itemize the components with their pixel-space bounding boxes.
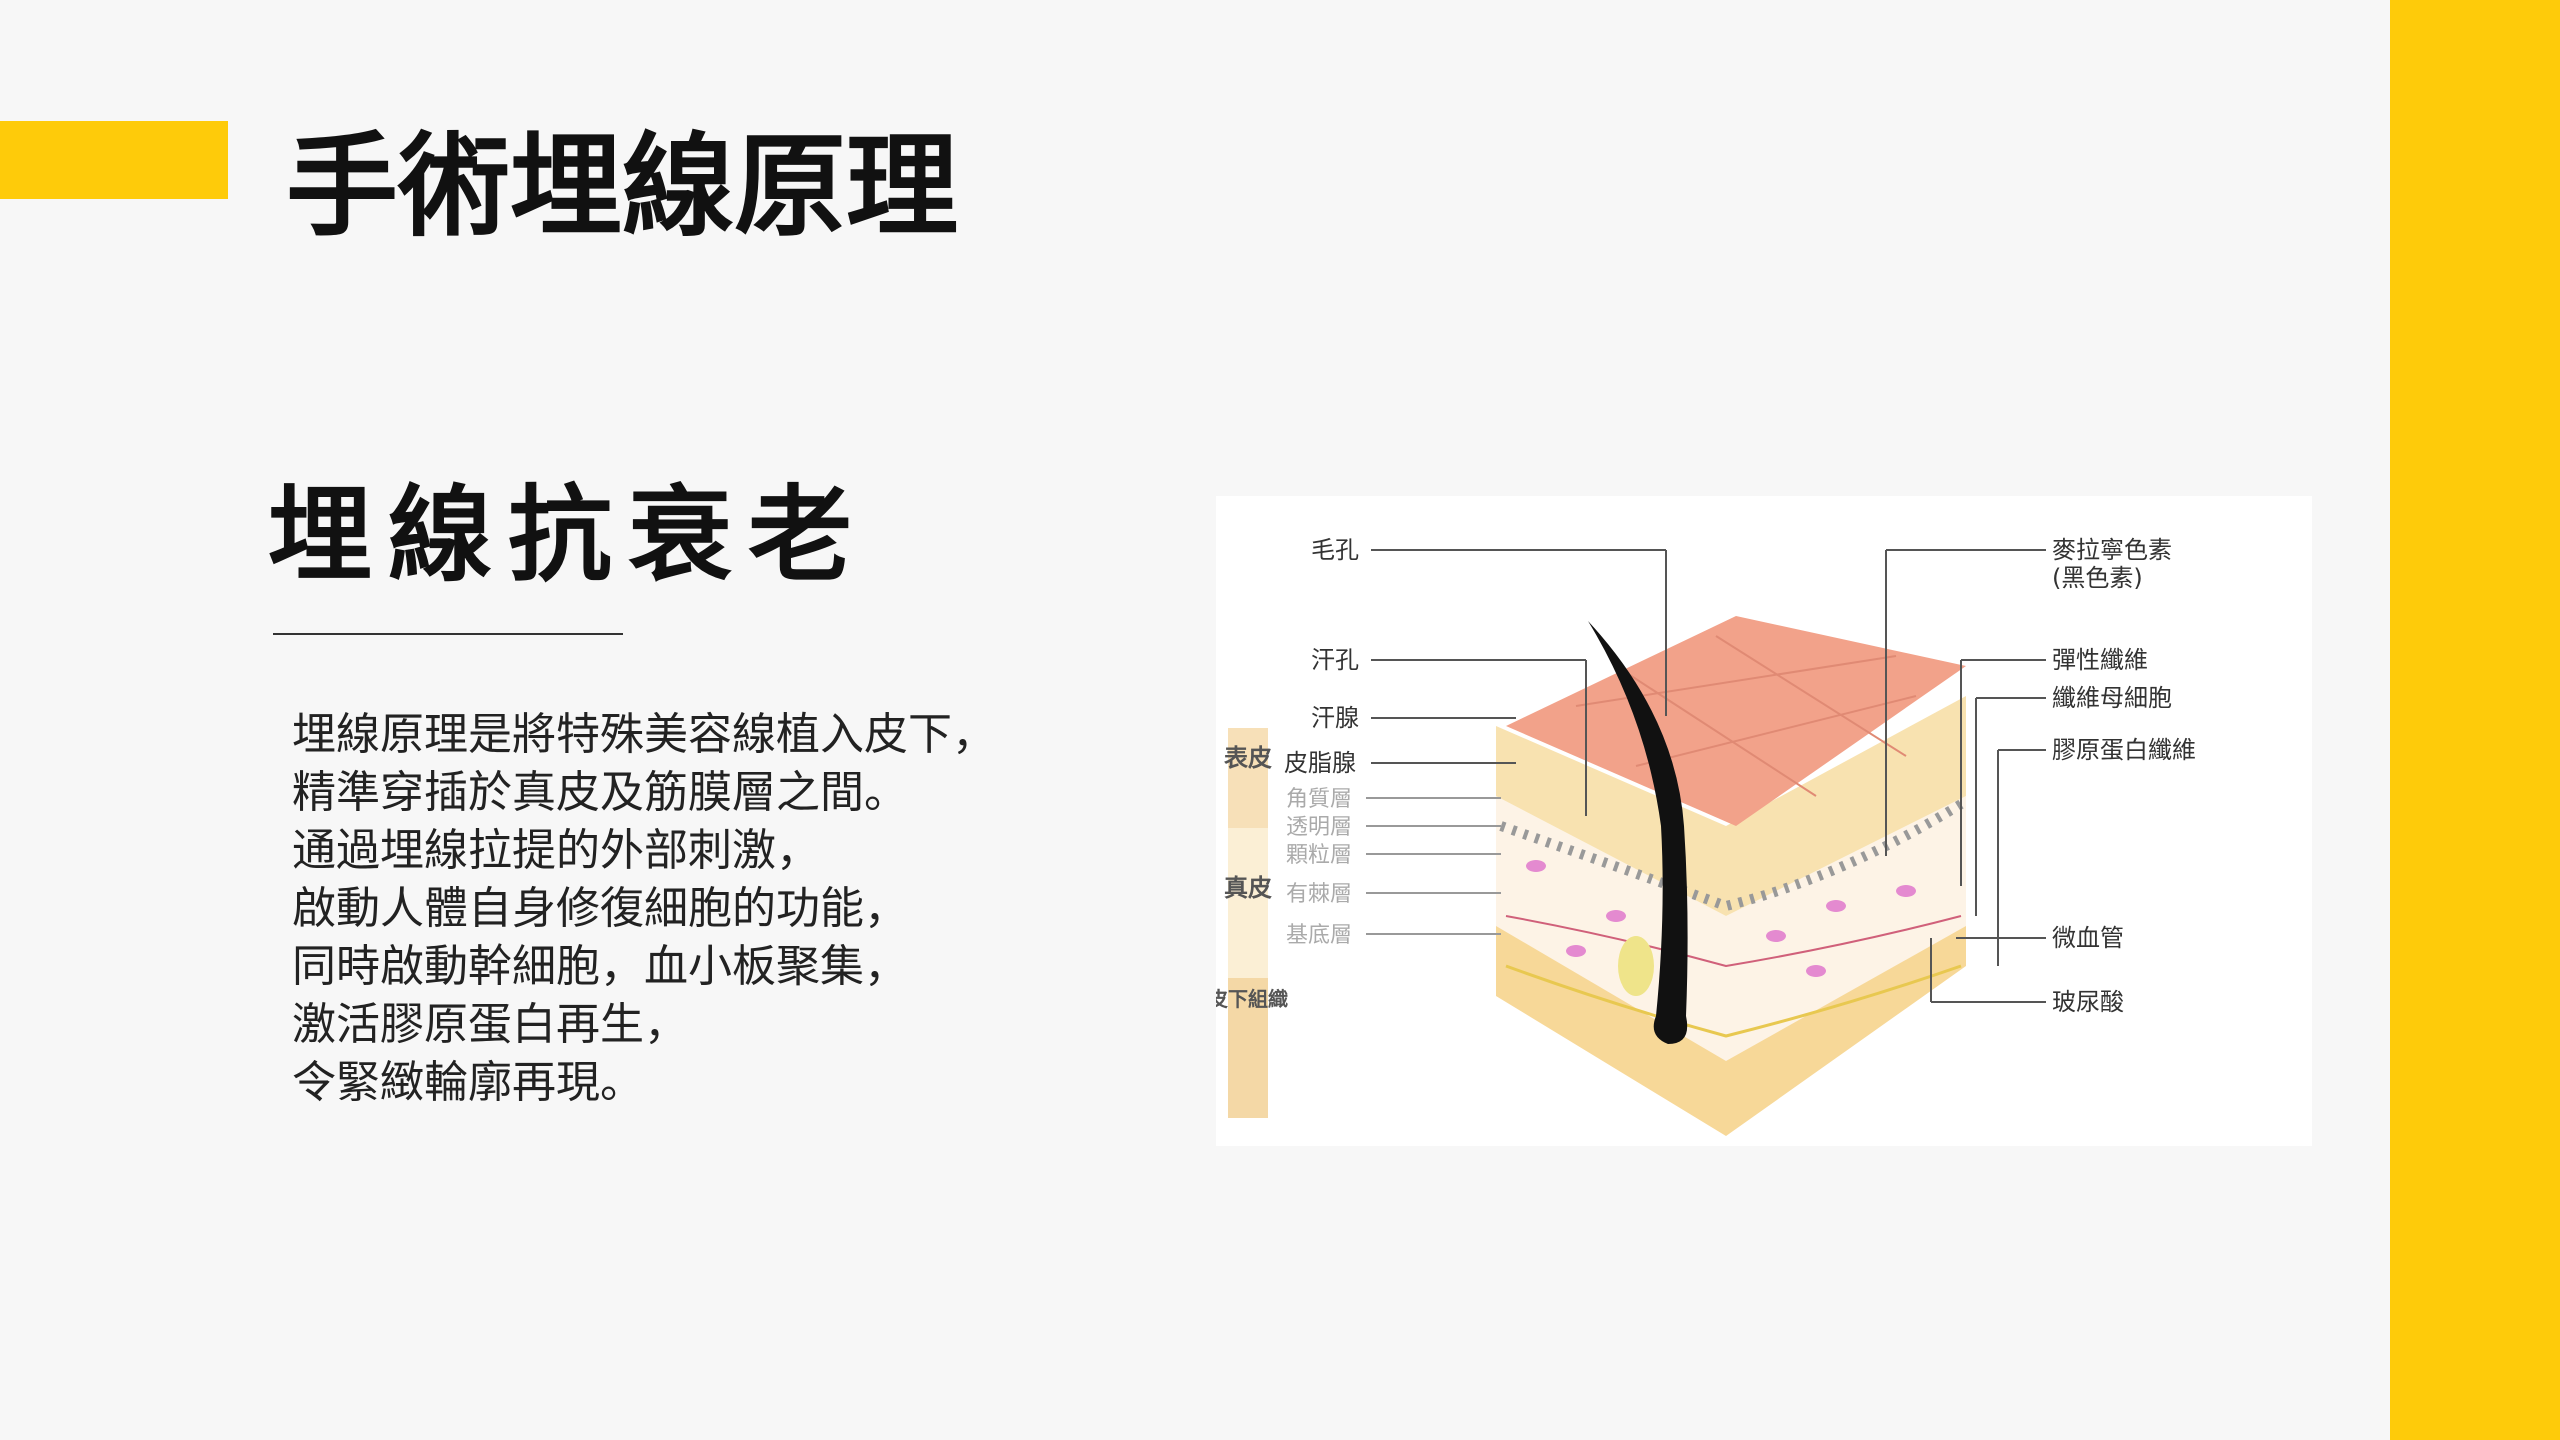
- skin-diagram-svg: 表皮 真皮 皮下組織: [1216, 536, 2196, 1136]
- label-stratum-corneum: 角質層: [1286, 787, 1352, 812]
- skin-surface: [1506, 616, 1966, 826]
- label-melanin-alt: (黑色素): [2052, 564, 2143, 592]
- side-label-subcutaneous: 皮下組織: [1216, 987, 1288, 1011]
- label-stratum-granulosum: 顆粒層: [1286, 843, 1352, 868]
- dermis-layer: [1496, 796, 1966, 1061]
- label-stratum-spinosum: 有棘層: [1286, 882, 1352, 907]
- page-title: 手術埋線原理: [286, 122, 958, 252]
- body-paragraph: 埋線原理是將特殊美容線植入皮下， 精準穿插於真皮及筋膜層之間。 通過埋線拉提的外…: [292, 706, 1152, 1112]
- label-sweat-pore: 汗孔: [1311, 646, 1359, 674]
- side-label-epidermis: 表皮: [1224, 744, 1272, 772]
- label-melanin: 麥拉寧色素: [2052, 536, 2172, 564]
- section-title: 埋線抗衰老: [268, 474, 869, 596]
- side-bar-dermis: [1228, 828, 1268, 978]
- accent-bar-left: [0, 121, 228, 199]
- label-fibroblast: 纖維母細胞: [2052, 684, 2172, 712]
- side-bar-subcutaneous: [1228, 978, 1268, 1118]
- label-pore: 毛孔: [1311, 536, 1359, 564]
- side-bar-epidermis: [1228, 728, 1268, 828]
- section-divider: [273, 633, 623, 635]
- body-line: 精準穿插於真皮及筋膜層之間。: [292, 767, 908, 818]
- side-label-epidermis-text: 表皮: [1224, 744, 1272, 772]
- subcutaneous-layer: [1496, 916, 1966, 1136]
- label-stratum-basale: 基底層: [1286, 923, 1352, 948]
- side-label-dermis-text: 真皮: [1224, 874, 1272, 902]
- body-line: 埋線原理是將特殊美容線植入皮下，: [292, 709, 996, 760]
- body-line: 激活膠原蛋白再生，: [292, 999, 688, 1050]
- body-line: 令緊緻輪廓再現。: [292, 1057, 644, 1108]
- label-collagen-fiber: 膠原蛋白纖維: [2052, 736, 2196, 764]
- accent-bar-right: [2390, 0, 2560, 1440]
- label-hyaluronic-acid: 玻尿酸: [2052, 988, 2124, 1016]
- epidermis-layer: [1496, 696, 1966, 916]
- side-label-subcutaneous-text: 皮下組織: [1216, 987, 1288, 1011]
- body-line: 通過埋線拉提的外部刺激，: [292, 825, 820, 876]
- label-stratum-lucidum: 透明層: [1286, 815, 1352, 840]
- skin-structure-diagram: 表皮 真皮 皮下組織: [1216, 496, 2312, 1146]
- body-line: 同時啟動幹細胞，血小板聚集，: [292, 941, 908, 992]
- label-sebaceous-gland: 皮脂腺: [1284, 749, 1356, 777]
- label-sweat-gland: 汗腺: [1311, 704, 1359, 732]
- label-elastic-fiber: 彈性纖維: [2052, 646, 2148, 674]
- side-label-dermis: 真皮: [1224, 874, 1272, 902]
- label-capillary: 微血管: [2052, 924, 2124, 952]
- body-line: 啟動人體自身修復細胞的功能，: [292, 883, 908, 934]
- hair-icon: [1588, 621, 1688, 1044]
